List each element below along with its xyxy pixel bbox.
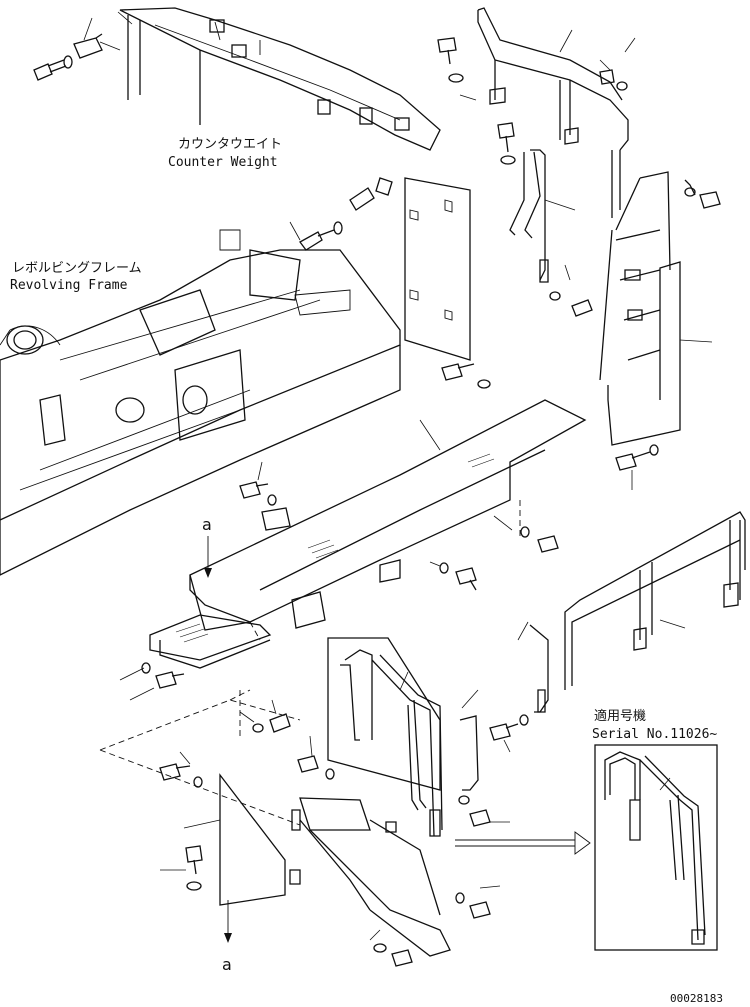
counter-weight	[119, 7, 441, 151]
bolt-washer-long-handrail	[489, 714, 529, 753]
revolving-frame-en-text: Revolving Frame	[10, 278, 128, 293]
bolt-washer-top-left	[33, 11, 133, 81]
bolt-washer-walkway-bottom	[119, 662, 185, 701]
bolt-washer-center	[441, 363, 491, 389]
counter-weight-en-text: Counter Weight	[168, 155, 278, 170]
drawing-number: 00028183	[670, 992, 723, 1005]
bolts-center-top	[289, 177, 393, 251]
bolt-washer-ladder-bottom	[615, 444, 659, 490]
revolving-frame	[0, 229, 401, 576]
ref-a-bottom-text: a	[222, 955, 232, 974]
upper-handrail	[477, 7, 636, 218]
bolt-washer-mid-right	[549, 264, 593, 317]
serial-detail-box: 適用号機 Serial No.11026~	[592, 708, 718, 951]
side-plate	[404, 177, 471, 361]
bolts-step-frame	[159, 699, 501, 967]
walkway	[149, 399, 587, 669]
revolving-frame-label: レボルビングフレーム Revolving Frame	[10, 261, 142, 293]
revolving-frame-jp-text: レボルビングフレーム	[12, 261, 142, 276]
bolts-upper-right	[437, 37, 628, 165]
ref-a-top-text: a	[202, 515, 212, 534]
serial-jp-text: 適用号機	[594, 708, 646, 724]
ladder-assembly	[599, 171, 721, 446]
bolt-washer-walkway-left	[239, 461, 277, 506]
counter-weight-jp-text: カウンタウエイト	[178, 137, 282, 152]
short-handrail	[509, 149, 576, 283]
step-frame	[99, 689, 451, 957]
serial-arrow	[455, 831, 591, 855]
bolts-walkway-right	[429, 515, 559, 591]
ref-a-top: a	[202, 515, 212, 578]
ref-a-bottom: a	[222, 900, 232, 974]
long-handrail	[517, 511, 746, 713]
step-ladder	[327, 637, 510, 837]
counter-weight-label: カウンタウエイト Counter Weight	[168, 137, 282, 170]
serial-en-text: Serial No.11026~	[592, 727, 717, 742]
